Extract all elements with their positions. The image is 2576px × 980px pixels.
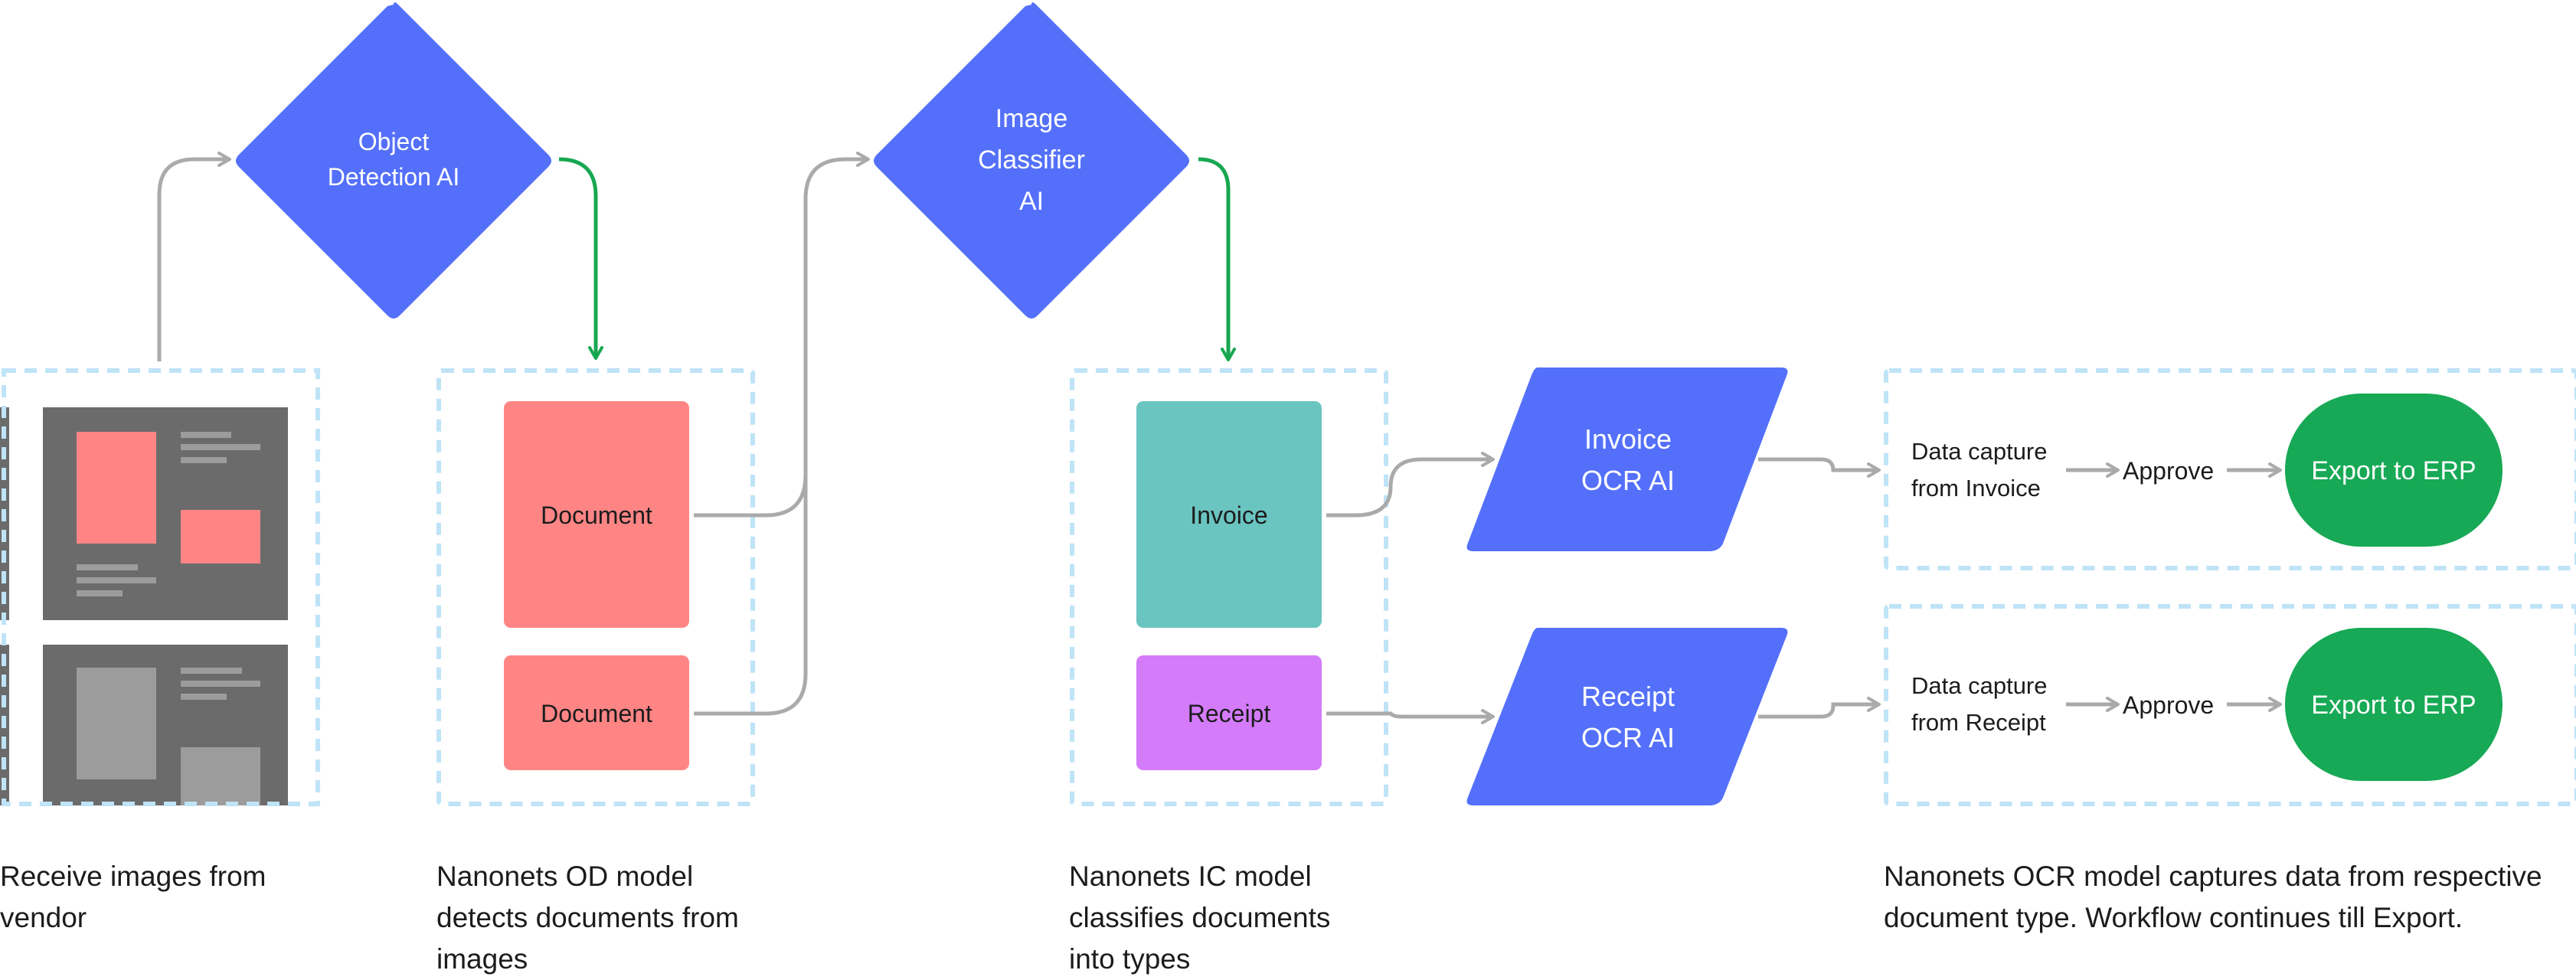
invoice-capture-line2: from Invoice [1911, 475, 2041, 501]
input-images-group [0, 368, 320, 806]
input-images-border [2, 368, 320, 806]
types-border [1070, 368, 1388, 806]
invoice-workflow-border [1884, 368, 2576, 570]
ic-label-line2: Classifier [978, 145, 1085, 175]
receipt-box[interactable] [1136, 655, 1322, 770]
ic-diamond[interactable] [874, 2, 1189, 318]
receipt-export-label: Export to ERP [2311, 691, 2476, 720]
invoice-ocr-parallelogram[interactable] [1466, 368, 1788, 551]
arrow-ic-to-types [1198, 157, 1236, 361]
arrow-receipt-ocr-to-capture [1758, 697, 1881, 719]
receipt-workflow-border [1884, 604, 2576, 806]
ic-label-line1: Image [995, 104, 1068, 133]
receipt-ocr-line2: OCR AI [1581, 722, 1675, 753]
invoice-ocr-line2: OCR AI [1581, 465, 1675, 496]
od-label-line2: Detection AI [328, 163, 460, 191]
receipt-export-button[interactable] [2285, 628, 2502, 781]
receipt-ocr-parallelogram[interactable] [1466, 628, 1788, 805]
arrow-receipt-to-ocr [1326, 709, 1495, 724]
receipt-ocr-line1: Receipt [1581, 681, 1675, 712]
receipt-approve-label: Approve [2123, 691, 2214, 719]
od-diamond[interactable] [236, 2, 551, 318]
od-label-line1: Object [358, 128, 430, 155]
caption-od: Nanonets OD model detects documents from… [436, 861, 739, 975]
receipt-capture-line2: from Receipt [1911, 709, 2046, 736]
document-box-top[interactable] [504, 401, 689, 628]
invoice-label: Invoice [1190, 501, 1267, 529]
documents-border [436, 368, 755, 806]
ic-label-line3: AI [1019, 187, 1044, 216]
arrow-images-to-od [157, 152, 231, 361]
arrow-invoice-to-ocr [1326, 452, 1495, 518]
arrow-document-bottom-to-ic [694, 475, 808, 716]
invoice-export-button[interactable] [2285, 394, 2502, 547]
caption-ocr: Nanonets OCR model captures data from re… [1884, 861, 2542, 933]
document-box-bottom[interactable] [504, 655, 689, 770]
arrow-od-to-documents [558, 157, 603, 360]
receipt-label: Receipt [1188, 700, 1271, 727]
invoice-export-label: Export to ERP [2311, 456, 2476, 485]
caption-ic: Nanonets IC model classifies documents i… [1069, 861, 1331, 975]
document-label-bottom: Document [541, 700, 652, 727]
invoice-ocr-line1: Invoice [1584, 423, 1672, 455]
arrow-document-top-to-ic [694, 152, 870, 518]
invoice-capture-line1: Data capture [1911, 438, 2048, 465]
receipt-capture-line1: Data capture [1911, 672, 2048, 699]
invoice-box[interactable] [1136, 401, 1322, 628]
image-tile-bottom-photo [77, 668, 156, 779]
image-tile-top-photo [77, 432, 156, 544]
invoice-approve-label: Approve [2123, 457, 2214, 485]
arrow-invoice-ocr-to-capture [1758, 457, 1881, 478]
caption-receive: Receive images from vendor [0, 861, 266, 933]
image-tile-top-photo-small [181, 510, 260, 564]
document-label-top: Document [541, 501, 652, 529]
